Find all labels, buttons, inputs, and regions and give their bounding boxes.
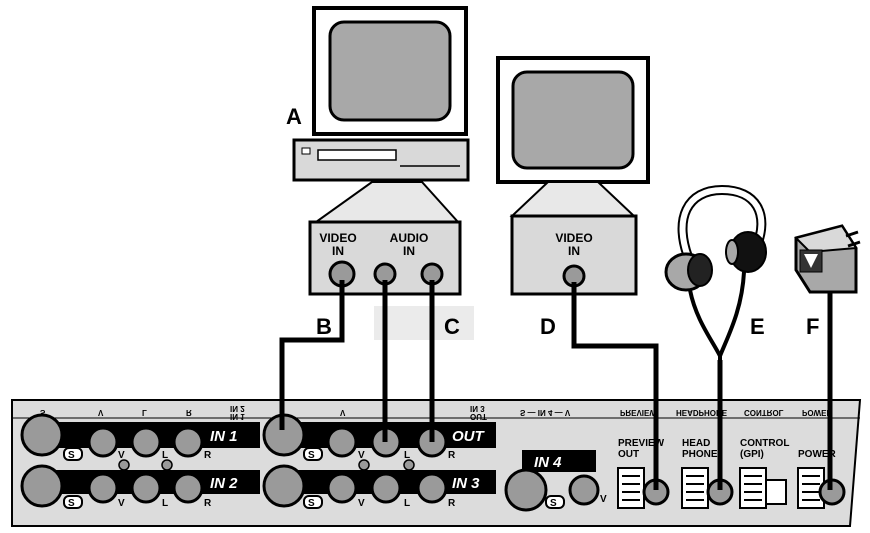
top-label-headphone: HEADPHONE: [676, 408, 728, 417]
in1-l-jack: [130, 426, 162, 458]
monitor-d-video-label-2: IN: [568, 244, 580, 258]
in2-r-jack: [172, 472, 204, 504]
top-label-v: V: [98, 408, 104, 417]
in1-l-label: L: [162, 450, 168, 461]
in1-s-label: S: [68, 450, 75, 461]
monitor-d-video-label-1: VIDEO: [555, 231, 592, 245]
in2-s-jack: [20, 464, 64, 508]
in1-in2-link-1: [118, 459, 130, 471]
rear-panel: [11, 399, 862, 527]
row-in1: IN 1 S V L R: [20, 413, 260, 461]
top-label-out: OUT: [470, 412, 487, 421]
in2-s-label: S: [68, 498, 75, 509]
row-in2: IN 2 S V L R: [20, 459, 260, 509]
row-in1-label: IN 1: [210, 428, 238, 445]
power-label: POWER: [798, 449, 837, 460]
top-label-l: L: [142, 408, 147, 417]
callout-a: A: [286, 104, 302, 129]
monitor-a-audio-label-2: IN: [403, 244, 415, 258]
in1-r-jack: [172, 426, 204, 458]
in4-v-label: V: [600, 494, 607, 505]
callout-c: C: [444, 314, 460, 339]
row-in3-label: IN 3: [452, 475, 480, 492]
top-label-control: CONTROL: [744, 408, 784, 417]
row-in4: IN 4 S V: [504, 450, 607, 512]
top-label-in4: S — IN 4 — V: [520, 408, 571, 417]
in2-v-label: V: [118, 498, 125, 509]
head-label-2: PHONE: [682, 449, 718, 460]
out-l-label: L: [404, 450, 410, 461]
monitor-d-input-box: VIDEO IN: [510, 214, 638, 296]
out-s-label: S: [308, 450, 315, 461]
top-label-in1: IN 1: [230, 412, 245, 421]
row-out-label: OUT: [452, 428, 486, 445]
preview-out-port: PREVIEW OUT: [617, 438, 670, 509]
panel-top-edge-labels: S V L R IN 1 IN 2 V OUT IN 3 S — IN 4 — …: [40, 404, 832, 421]
control-gpi-port: CONTROL (GPI): [739, 438, 789, 509]
in3-r-jack: [416, 472, 448, 504]
callout-e: E: [750, 314, 765, 339]
head-label-1: HEAD: [682, 438, 710, 449]
preview-label-1: PREVIEW: [618, 438, 665, 449]
in4-v-jack: [568, 474, 600, 506]
top-label-r: R: [186, 408, 192, 417]
in4-s-label: S: [550, 498, 557, 509]
in2-l-label: L: [162, 498, 168, 509]
in3-s-jack: [262, 464, 306, 508]
in2-v-jack: [87, 472, 119, 504]
headphones: [664, 184, 767, 292]
monitor-a-video-label-1: VIDEO: [319, 231, 356, 245]
control-label-2: (GPI): [740, 449, 764, 460]
row-in4-label: IN 4: [534, 454, 562, 471]
row-in3: IN 3 S V L R: [262, 459, 496, 509]
top-label-power: POWER: [802, 408, 832, 417]
monitor-d: [496, 56, 650, 184]
in3-v-jack: [326, 472, 358, 504]
cable-c-highlight: [374, 306, 474, 340]
callout-b: B: [316, 314, 332, 339]
cable-plugs: [279, 300, 833, 490]
out-v-label: V: [358, 450, 365, 461]
in2-l-jack: [130, 472, 162, 504]
in1-s-jack: [20, 413, 64, 457]
row-in2-label: IN 2: [210, 475, 238, 492]
top-label-in2: IN 2: [230, 404, 245, 413]
control-label-1: CONTROL: [740, 438, 789, 449]
top-label-v2: V: [340, 408, 346, 417]
top-label-in3: IN 3: [470, 404, 485, 413]
in3-l-label: L: [404, 498, 410, 509]
top-label-preview: PREVIEW: [620, 408, 657, 417]
out-in3-link-1: [358, 459, 370, 471]
out-v-jack: [326, 426, 358, 458]
out-r-label: R: [448, 450, 456, 461]
preview-label-2: OUT: [618, 449, 639, 460]
in3-l-jack: [370, 472, 402, 504]
in3-r-label: R: [448, 498, 456, 509]
out-in3-link-2: [403, 459, 415, 471]
in2-r-label: R: [204, 498, 212, 509]
vcr-unit: [292, 138, 470, 182]
monitor-a-video-label-2: IN: [332, 244, 344, 258]
monitor-d-funnel: [509, 181, 637, 217]
monitor-a-funnel: [312, 181, 461, 223]
top-label-s: S: [40, 408, 46, 417]
in1-v-label: V: [118, 450, 125, 461]
in3-s-label: S: [308, 498, 315, 509]
in4-s-jack: [504, 468, 548, 512]
callout-d: D: [540, 314, 556, 339]
headphone-port: HEAD PHONE: [681, 438, 734, 509]
monitor-a: [312, 6, 468, 136]
callout-f: F: [806, 314, 819, 339]
monitor-a-audio-label-1: AUDIO: [390, 231, 429, 245]
row-out: OUT S V L R: [262, 413, 496, 461]
in3-v-label: V: [358, 498, 365, 509]
in1-v-jack: [87, 426, 119, 458]
in1-in2-link-2: [161, 459, 173, 471]
in1-r-label: R: [204, 450, 212, 461]
